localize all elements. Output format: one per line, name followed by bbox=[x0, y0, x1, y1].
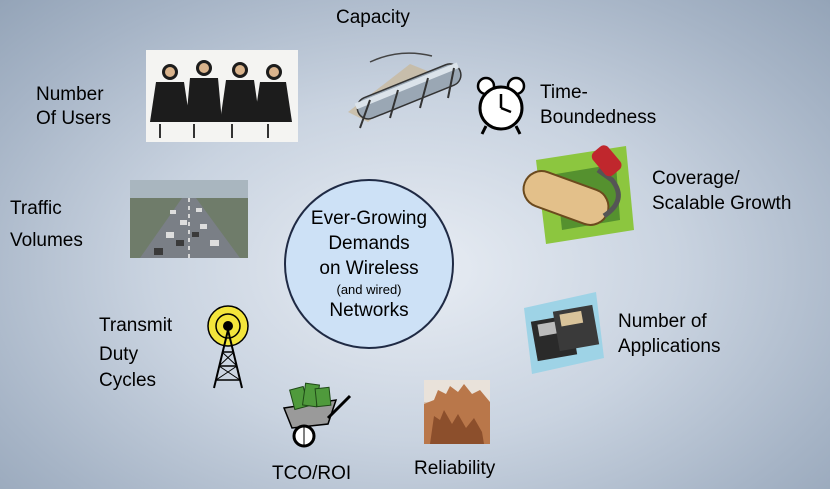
label-capacity: Capacity bbox=[336, 7, 410, 28]
label-apps-2: Applications bbox=[618, 336, 721, 357]
money-wheelbarrow-clipart bbox=[282, 382, 352, 448]
label-apps-1: Number of bbox=[618, 311, 707, 332]
center-hub: Ever-Growing Demands on Wireless (and wi… bbox=[284, 179, 454, 349]
label-traffic-2: Volumes bbox=[10, 230, 83, 251]
floppy-disks-clipart bbox=[524, 292, 604, 374]
label-duty-2: Duty bbox=[99, 344, 139, 365]
center-line-2: Demands bbox=[328, 232, 410, 254]
center-line-1: Ever-Growing bbox=[310, 207, 428, 229]
label-users-1: Number bbox=[36, 84, 104, 105]
label-duty-3: Cycles bbox=[99, 370, 157, 391]
highway-traffic-photo bbox=[130, 180, 248, 258]
label-traffic-1: Traffic bbox=[10, 198, 62, 219]
label-coverage-1: Coverage/ bbox=[652, 168, 740, 189]
label-tco: TCO/ROI bbox=[272, 463, 352, 484]
center-line-5: Networks bbox=[329, 299, 409, 321]
label-time-1: Time- bbox=[540, 82, 588, 103]
label-reliability: Reliability bbox=[414, 458, 496, 479]
label-coverage-2: Scalable Growth bbox=[652, 193, 792, 214]
pipeline-clipart bbox=[348, 52, 462, 129]
business-meeting-photo bbox=[146, 50, 298, 142]
radio-tower-icon bbox=[207, 305, 249, 389]
center-line-4: (and wired) bbox=[336, 281, 402, 297]
paint-roller-clipart bbox=[522, 145, 634, 244]
label-time-2: Boundedness bbox=[540, 107, 657, 128]
label-duty-1: Transmit bbox=[99, 315, 173, 336]
center-line-3: on Wireless bbox=[319, 257, 419, 279]
alarm-clock-icon bbox=[476, 76, 526, 135]
canyon-cliffs-photo bbox=[424, 380, 490, 444]
label-users-2: Of Users bbox=[36, 108, 111, 129]
